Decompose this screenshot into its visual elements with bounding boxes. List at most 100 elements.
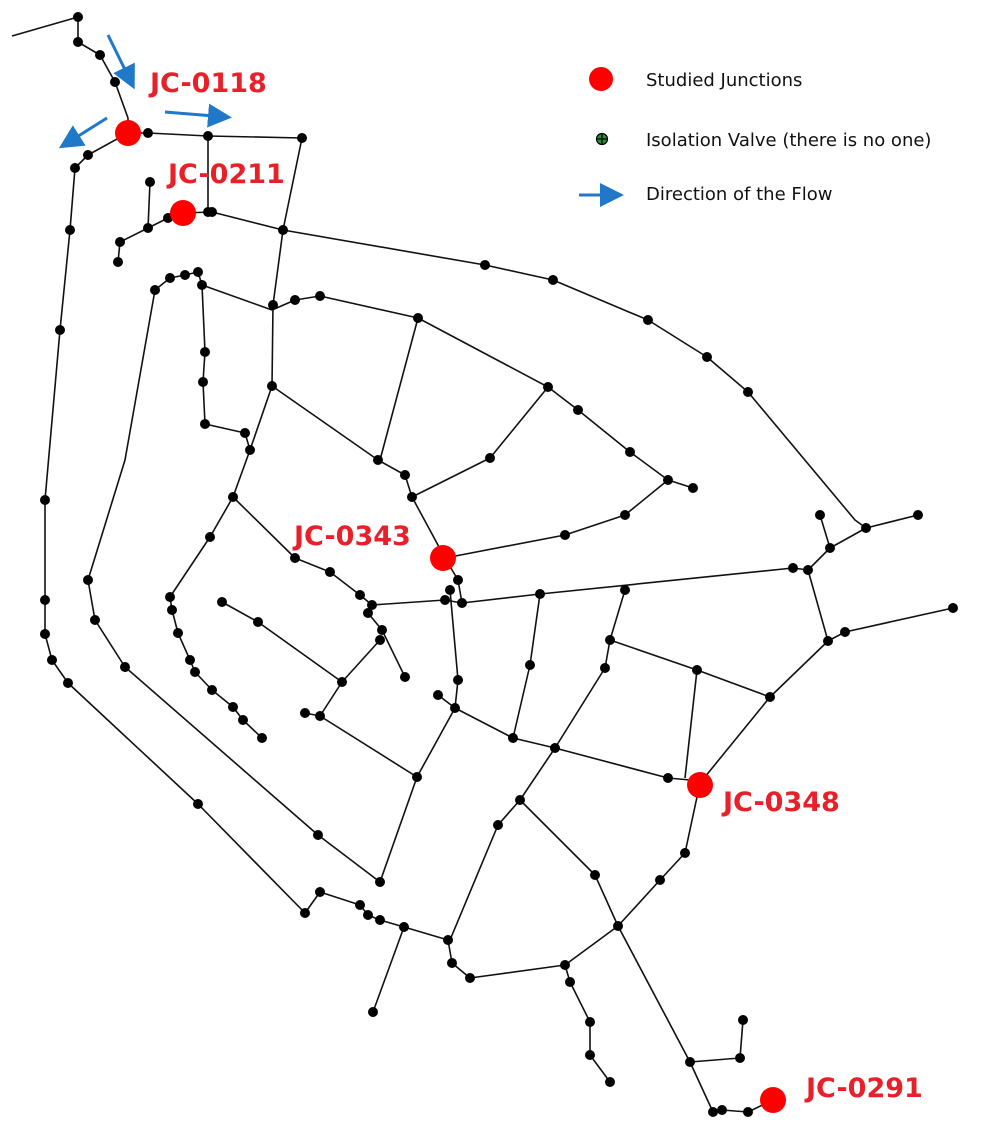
junction-node: [447, 958, 457, 968]
junction-node: [268, 300, 278, 310]
junction-node: [625, 447, 635, 457]
pipe-segment: [449, 589, 626, 941]
junction-node: [373, 455, 383, 465]
junction-node: [803, 565, 813, 575]
junction-node: [203, 131, 213, 141]
flow-direction-arrow: [58, 116, 108, 149]
legend-flow-direction: Direction of the Flow: [646, 184, 832, 205]
junction-node: [663, 773, 673, 783]
junction-node: [493, 820, 503, 830]
studied-junction-jc-0211: [170, 200, 196, 226]
junction-node: [708, 1107, 718, 1117]
junction-node: [315, 291, 325, 301]
junction-node: [485, 453, 495, 463]
pipe-segment: [519, 799, 714, 1113]
pipe-segment: [201, 284, 694, 489]
flow-arrows: [58, 34, 232, 149]
junction-node: [585, 1017, 595, 1027]
junction-node: [65, 225, 75, 235]
junction-node: [47, 655, 57, 665]
pipe-segment: [372, 926, 405, 1013]
legend-isolation-valve: Isolation Valve (there is no one): [646, 130, 931, 151]
junction-node: [193, 267, 203, 277]
studied-junction-jc-0118: [115, 120, 141, 146]
junction-node: [743, 387, 753, 397]
junction-node: [337, 677, 347, 687]
junction-node: [717, 1105, 727, 1115]
junction-node: [613, 921, 623, 931]
junction-node: [315, 887, 325, 897]
junction-node: [605, 1077, 615, 1087]
junction-node: [702, 352, 712, 362]
junction-node: [150, 285, 160, 295]
junction-node: [313, 830, 323, 840]
studied-junction-jc-0343: [430, 545, 456, 571]
junction-node: [113, 257, 123, 267]
pipe-segment: [416, 707, 456, 778]
junction-node: [297, 133, 307, 143]
junction-node: [278, 225, 288, 235]
junction-node: [207, 685, 217, 695]
junction-node: [363, 608, 373, 618]
junction-node: [197, 280, 207, 290]
junction-node: [663, 475, 673, 485]
junction-node: [143, 128, 153, 138]
pipe-segment: [11, 16, 129, 133]
junction-node: [655, 875, 665, 885]
pipe-segment: [411, 386, 549, 498]
junction-node: [228, 492, 238, 502]
flow-direction-arrow: [164, 103, 232, 128]
junction-node: [823, 636, 833, 646]
junction-label-jc-0291: JC-0291: [804, 1073, 923, 1104]
studied-junction-jc-0348: [687, 772, 713, 798]
junction-node: [115, 237, 125, 247]
junction-node: [399, 922, 409, 932]
junction-node: [443, 935, 453, 945]
junction-node: [70, 163, 80, 173]
junction-node: [200, 419, 210, 429]
junction-node: [40, 495, 50, 505]
pipe-segment: [147, 181, 151, 229]
junction-node: [590, 870, 600, 880]
junction-node: [412, 772, 422, 782]
pipe-segment: [182, 211, 867, 529]
junction-node: [692, 665, 702, 675]
junction-node: [840, 627, 850, 637]
junction-node: [375, 635, 385, 645]
junction-node: [73, 12, 83, 22]
junction-node: [165, 592, 175, 602]
junction-node: [83, 575, 93, 585]
pipe-segment: [684, 669, 698, 779]
junction-node: [205, 532, 215, 542]
junction-node: [73, 37, 83, 47]
pipe-segment: [87, 271, 381, 883]
junction-node: [413, 313, 423, 323]
junction-node: [180, 270, 190, 280]
junction-node: [315, 711, 325, 721]
junction-node: [407, 492, 417, 502]
junction-node: [228, 702, 238, 712]
junction-node: [55, 325, 65, 335]
junction-node: [143, 223, 153, 233]
studied-junctions: [115, 120, 786, 1113]
junction-node: [110, 77, 120, 87]
junction-node: [300, 908, 310, 918]
junction-node: [368, 1007, 378, 1017]
junction-node: [480, 260, 490, 270]
junction-node: [453, 575, 463, 585]
junction-node: [515, 795, 525, 805]
junction-node: [203, 207, 213, 217]
junction-node: [680, 848, 690, 858]
pipe-segment: [379, 317, 419, 461]
junction-node: [643, 315, 653, 325]
junction-node: [450, 703, 460, 713]
pipe-segment: [689, 1019, 744, 1063]
junction-node: [83, 150, 93, 160]
junction-node: [355, 900, 365, 910]
junction-node: [743, 1107, 753, 1117]
junction-node: [257, 733, 267, 743]
junction-node: [300, 708, 310, 718]
junction-label-jc-0348: JC-0348: [721, 787, 840, 818]
junction-node: [688, 483, 698, 493]
